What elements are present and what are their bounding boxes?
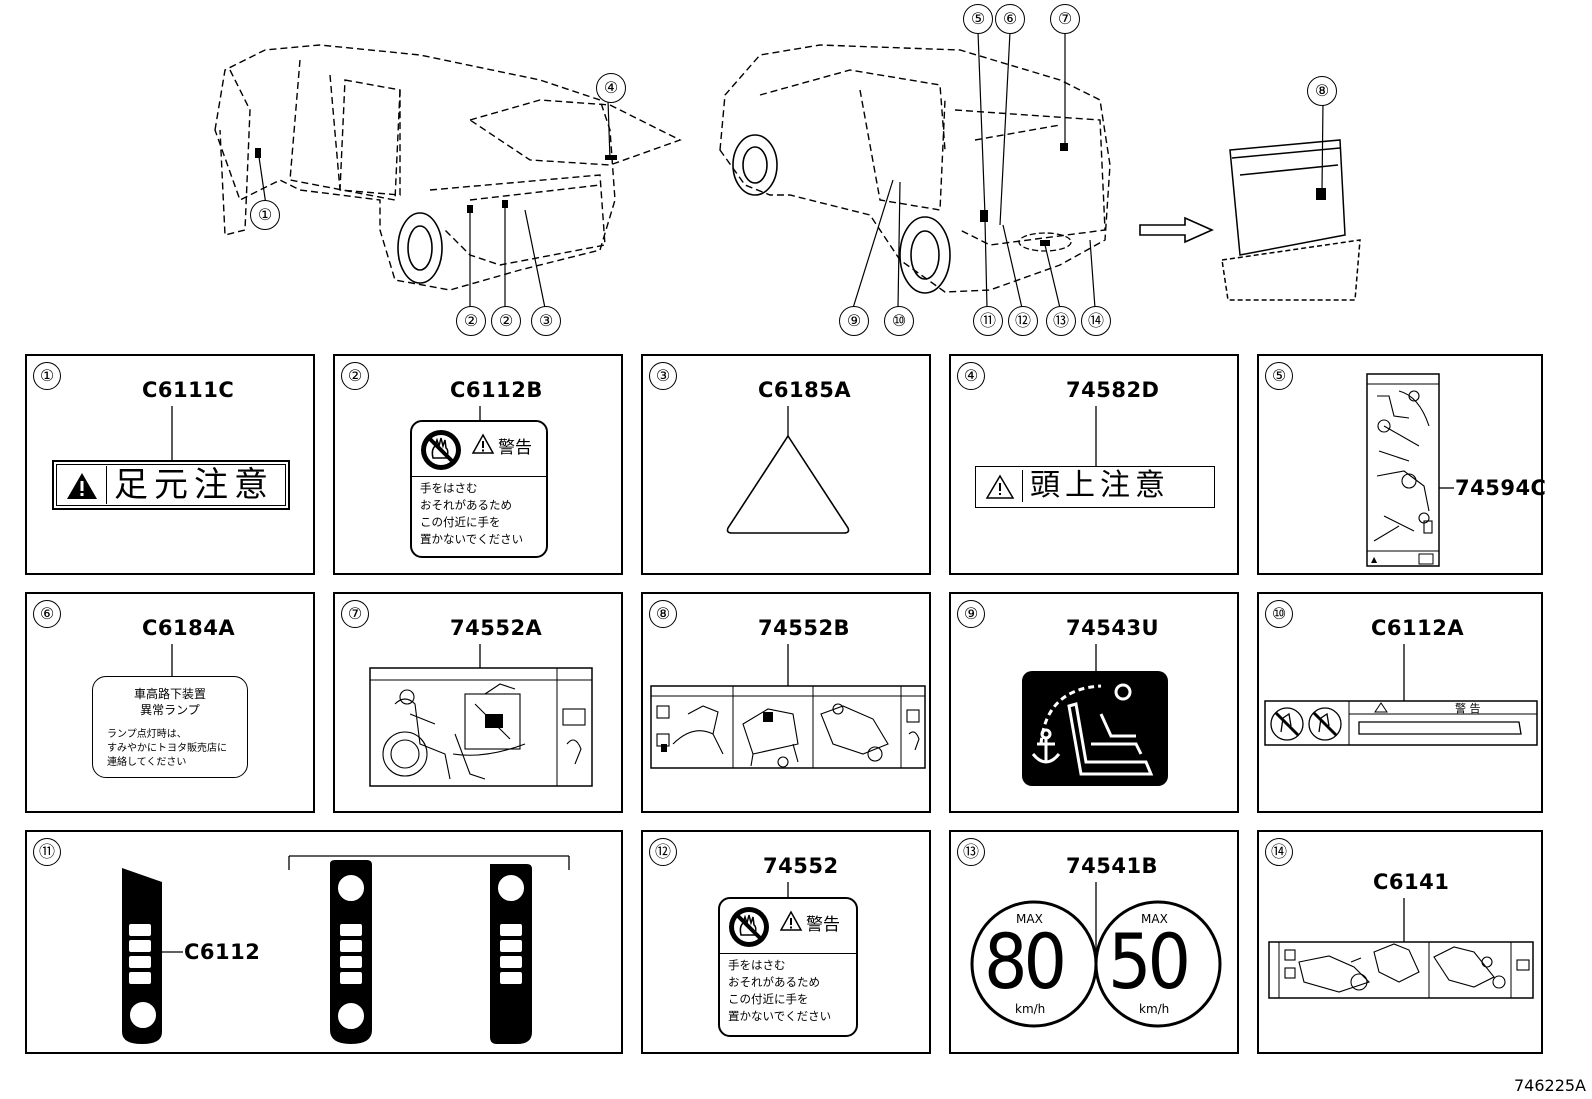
part-code: C6184A [142,616,236,640]
callout-1: ① [250,200,280,230]
callout-14: ⑭ [1081,306,1111,336]
callout-3: ③ [531,306,561,336]
warning-title: 警 告 [1455,702,1481,715]
label-panel-11: ⑪ C6112 [25,830,623,1054]
lamp-info-label: 車高路下装置 異常ランプ ランプ点灯時は、 すみやかにトヨタ販売店に 連絡してく… [92,676,248,778]
panel-number: ⑭ [1265,838,1293,866]
callout-4: ④ [596,73,626,103]
seat-slide-label [1268,898,1534,999]
callout-9: ⑨ [839,306,869,336]
callout-12: ⑫ [1008,306,1038,336]
label-panel-3: ③ C6185A [641,354,931,575]
panel-number: ② [341,362,369,390]
seat-procedure-label [650,644,926,769]
warning-strip-label [1264,644,1538,746]
warning-title: 警告 [806,915,840,935]
wheelchair-belt-label [369,644,593,787]
label-panel-7: ⑦ 74552A [333,592,623,813]
callout-11: ⑪ [973,306,1003,336]
callout-2b: ② [491,306,521,336]
panel-number: ⑩ [1265,600,1293,628]
panel-number: ⑧ [649,600,677,628]
isofix-anchor-icon [1022,644,1168,786]
panel-number: ⑤ [1265,362,1293,390]
speed-limit-labels [970,882,1222,1028]
unit-label-1: km/h [1015,1002,1046,1016]
part-code: C6112A [1371,616,1465,640]
part-code: 74552 [763,854,839,878]
part-code: C6112B [450,378,543,402]
label-panel-10: ⑩ C6112A 警 告 [1257,592,1543,813]
panel-number: ① [33,362,61,390]
label-panel-8: ⑧ 74552B [641,592,931,813]
leader-line [787,882,789,898]
part-code: C6112 [184,940,261,964]
label-panel-13: ⑬ 74541B MAX 80 km/h MAX 50 km/h [949,830,1239,1054]
panel-number: ⑪ [33,838,61,866]
label-panel-14: ⑭ C6141 [1257,830,1543,1054]
no-hand-icon [729,907,769,947]
panel-number: ⑥ [33,600,61,628]
speed-50: 50 [1108,917,1191,1006]
leader-line [171,644,173,676]
svg-text:▲: ▲ [1371,555,1378,564]
panel-number: ④ [957,362,985,390]
label-panel-5: ⑤ 74594C ▲ [1257,354,1547,575]
warning-body: 手をはさむおそれがあるためこの付近に手を置かないでください [728,958,832,1023]
callout-10: ⑩ [884,306,914,336]
callout-6: ⑥ [995,4,1025,34]
label-panel-9: ⑨ 74543U [949,592,1239,813]
panel-number: ⑫ [649,838,677,866]
panel-number: ⑬ [957,838,985,866]
no-hand-icon [421,430,461,470]
panel-number: ⑨ [957,600,985,628]
warning-triangle-icon [471,433,495,454]
warning-title: 警告 [498,438,532,458]
pinch-warning-label: 警告 手をはさむおそれがあるためこの付近に手を置かないでください [718,897,858,1037]
part-code: C6141 [1373,870,1450,894]
callout-13: ⑬ [1046,306,1076,336]
max-label-1: MAX [1016,912,1043,926]
label-panel-2: ② C6112B 警告 手をはさむおそれがあるためこの付近に手を置かないでくださ… [333,354,623,575]
vehicle-illustrations [214,31,1361,309]
part-code: 74552A [450,616,543,640]
max-label-2: MAX [1141,912,1168,926]
head-caution-label: 頭上注意 [975,466,1215,508]
part-code: C6111C [142,378,235,402]
part-code: 74541B [1066,854,1159,878]
callout-8: ⑧ [1307,76,1337,106]
caution-text: 足元注意 [114,465,274,505]
warning-triangle-icon [985,474,1015,499]
part-code: 74543U [1066,616,1160,640]
seat-operation-label: ▲ [1366,373,1454,567]
switch-panel-labels [122,855,570,1044]
panel-number: ⑦ [341,600,369,628]
panel-number: ③ [649,362,677,390]
label-panel-4: ④ 74582D 頭上注意 [949,354,1239,575]
speed-80: 80 [984,917,1067,1006]
leader-line [171,406,173,461]
callout-7: ⑦ [1050,4,1080,34]
warning-triangle-icon [67,473,97,499]
figure-code: 746225A [1513,1076,1586,1095]
part-code: 74552B [758,616,851,640]
triangle-reflector-icon [726,406,850,534]
part-code: 74582D [1066,378,1160,402]
label-panel-12: ⑫ 74552 警告 手をはさむおそれがあるためこの付近に手を置かないでください [641,830,931,1054]
part-code: 74594C [1455,476,1547,500]
warning-body: 手をはさむおそれがあるためこの付近に手を置かないでください [420,481,524,546]
unit-label-2: km/h [1139,1002,1170,1016]
callout-2a: ② [456,306,486,336]
pinch-warning-label: 警告 手をはさむおそれがあるためこの付近に手を置かないでください [410,420,548,558]
part-code: C6185A [758,378,852,402]
caution-label: 足元注意 [52,460,290,510]
label-panel-1: ① C6111C 足元注意 [25,354,315,575]
leader-line [479,406,481,421]
head-caution-text: 頭上注意 [1030,468,1170,503]
label-panel-6: ⑥ C6184A 車高路下装置 異常ランプ ランプ点灯時は、 すみやかにトヨタ販… [25,592,315,813]
warning-triangle-icon [779,910,803,931]
callout-5: ⑤ [963,4,993,34]
leader-line [1095,406,1097,466]
